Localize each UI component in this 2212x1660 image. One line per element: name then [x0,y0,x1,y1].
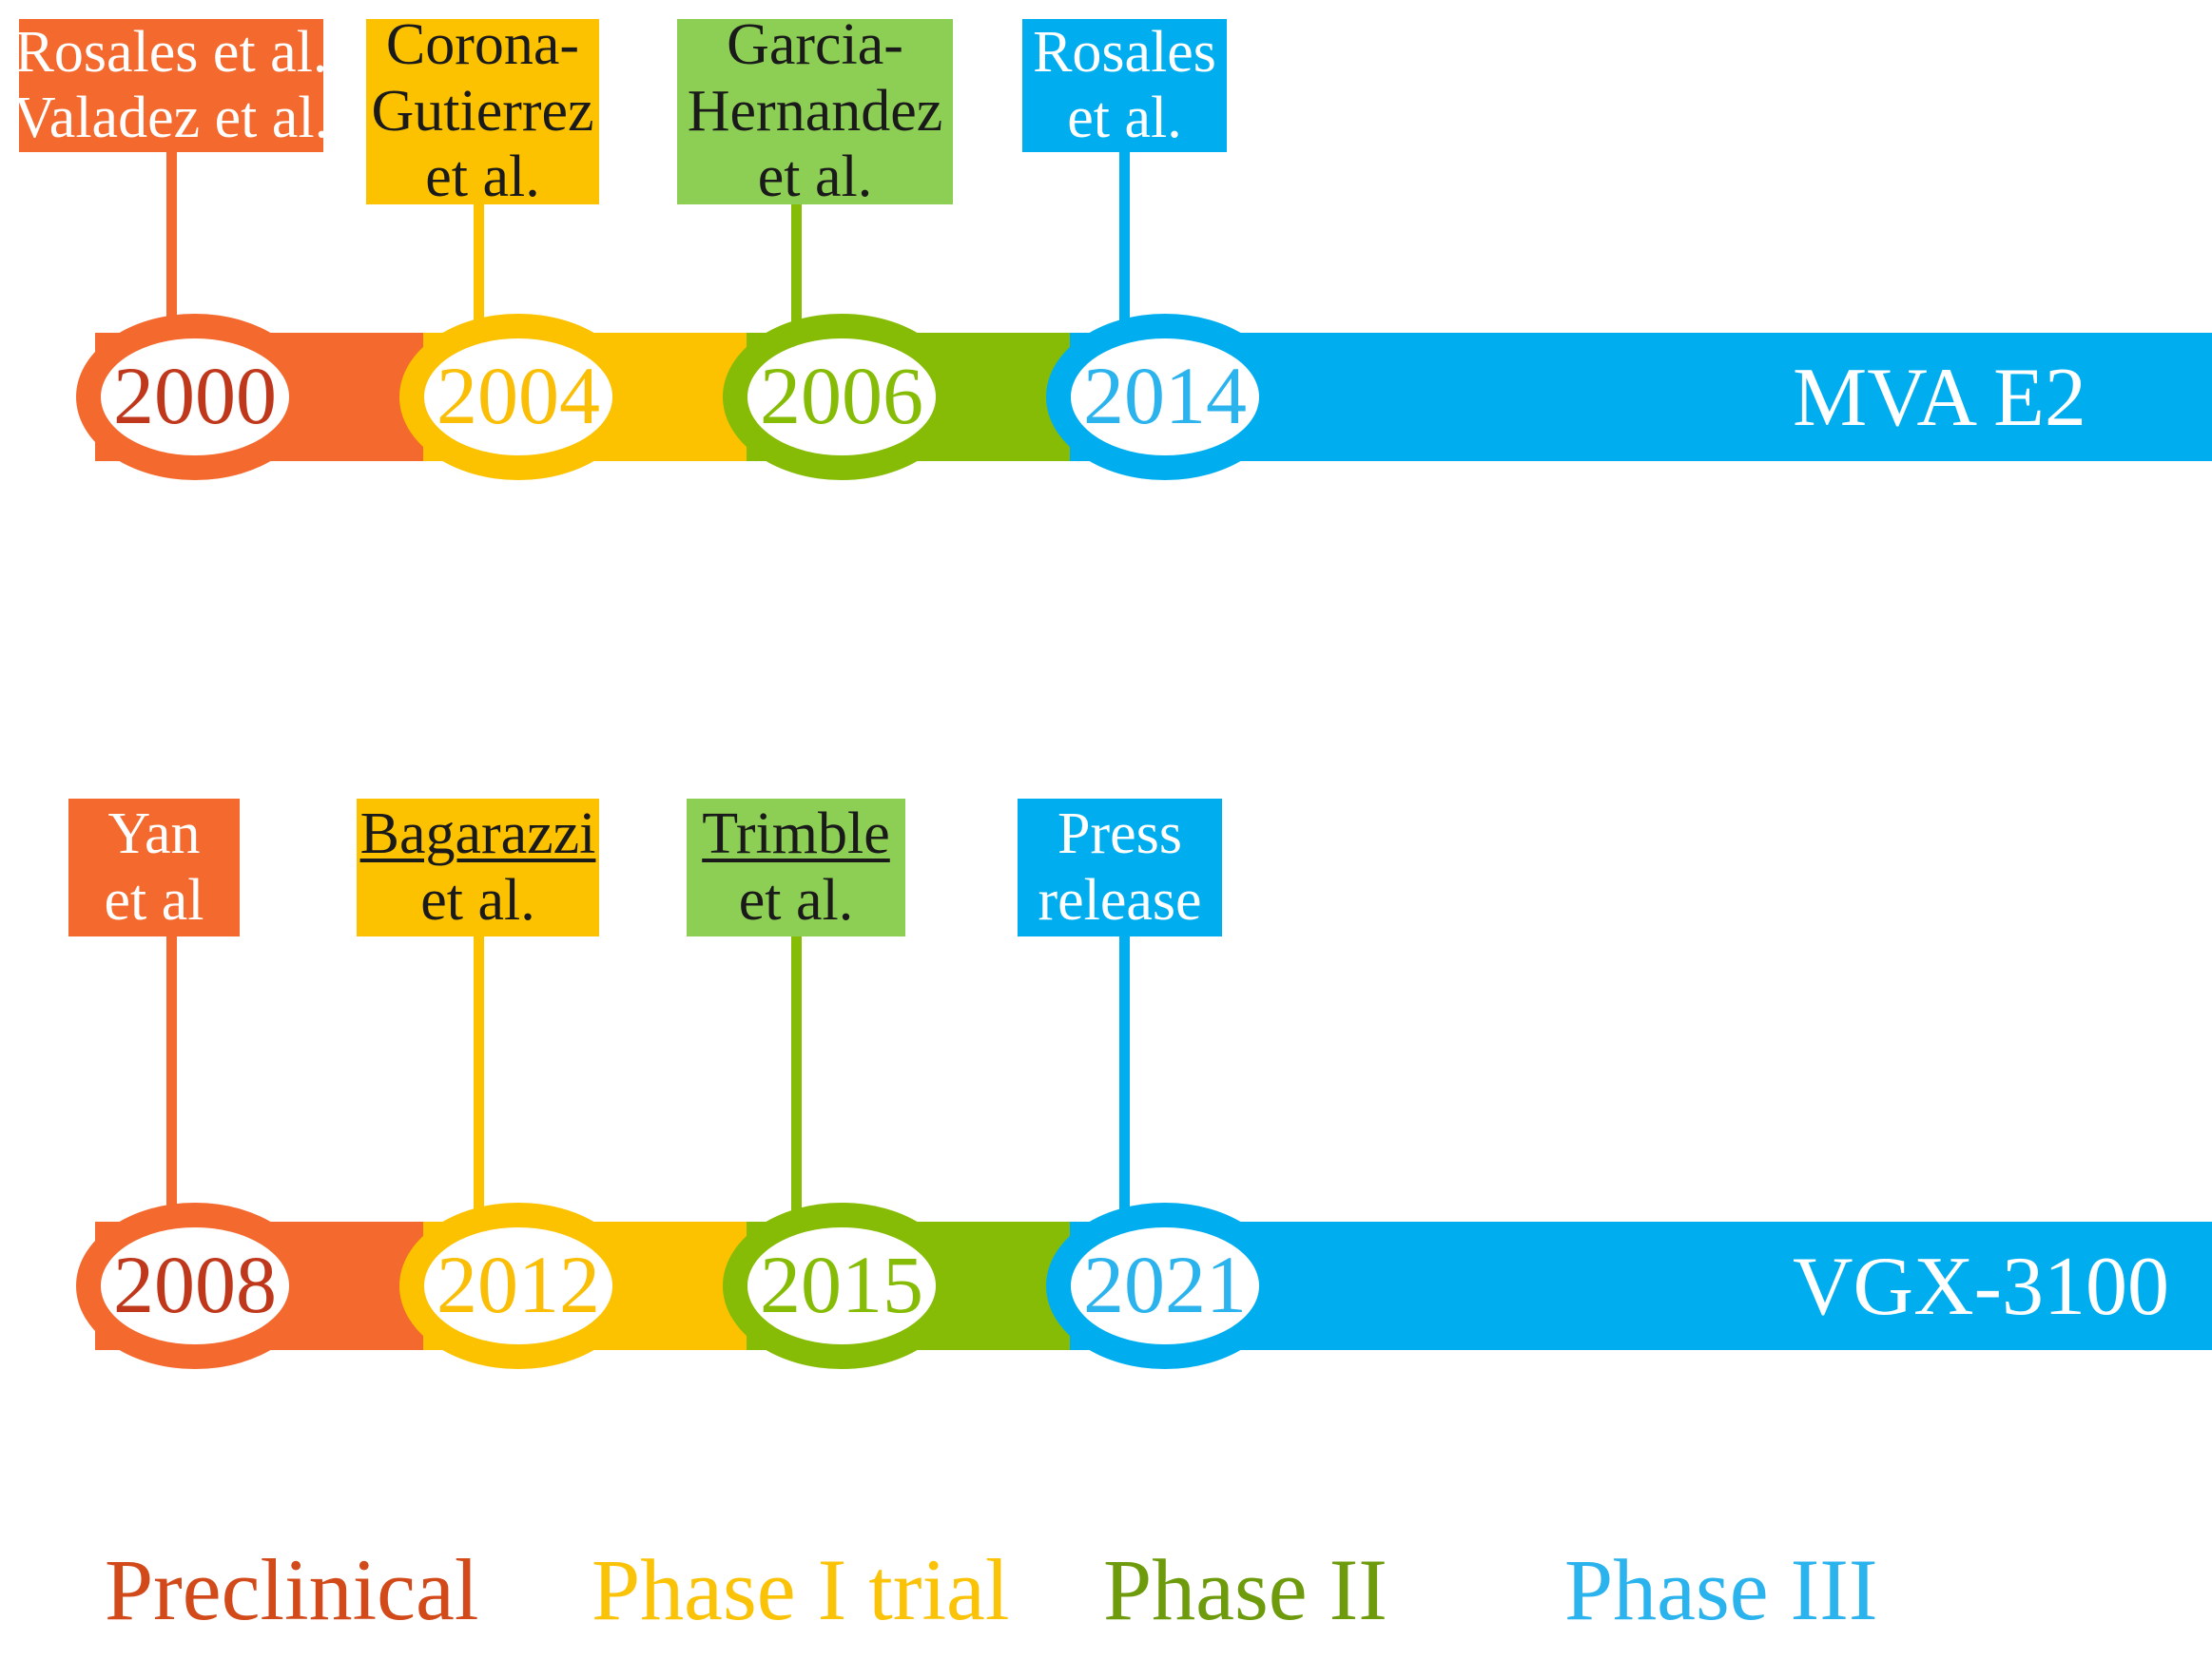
timeline-node-year: 2008 [113,1238,277,1330]
callout-line: Press [1057,801,1182,867]
callout-line: et al. [738,867,854,933]
callout-stem-2014 [1119,152,1130,466]
callout-box-2008: Yan et al [68,799,240,936]
callout-line: Rosales et al. [14,19,328,85]
timeline-node-year: 2012 [437,1238,600,1330]
timeline-end-label-mva-e2: MVA E2 [1793,351,2086,444]
callout-line: Valadez et al. [12,86,330,150]
timeline-node-2021[interactable]: 2021 [1046,1203,1284,1369]
callout-box-2014: Rosales et al. [1022,19,1227,152]
timeline-node-2000[interactable]: 2000 [76,314,314,480]
timeline-node-year: 2000 [113,349,277,441]
callout-line: Garcia- [727,12,903,78]
timeline-row-vgx-3100: VGX-3100 2008 2012 2015 2021 [0,1203,2212,1393]
timeline-node-year: 2021 [1083,1238,1247,1330]
callout-line: Trimble [702,801,890,867]
timeline-row-mva-e2: MVA E2 2000 2004 2006 2014 [0,314,2212,504]
legend-item-phase-1: Phase I trial [592,1541,1010,1638]
timeline-node-2015[interactable]: 2015 [723,1203,960,1369]
callout-line: et al. [425,145,540,210]
callout-box-2000: Rosales et al. Valadez et al. [13,19,329,152]
legend-item-preclinical: Preclinical [105,1541,479,1638]
callout-box-2015: Trimble et al. [687,799,905,936]
callout-line: et al. [757,145,873,210]
timeline-node-year: 2015 [760,1238,923,1330]
phase-legend: Preclinical Phase I trial Phase II Phase… [0,1521,2212,1660]
timeline-node-2008[interactable]: 2008 [76,1203,314,1369]
callout-line: et al. [1067,86,1182,150]
callout-stem-2015 [791,936,802,1212]
callout-box-2006: Garcia- Hernandez et al. [677,12,953,209]
callout-stem-2021 [1119,936,1130,1212]
callout-stem-2012 [474,936,484,1212]
callout-line: Rosales [1033,19,1216,85]
callout-stem-2008 [166,936,177,1212]
callout-line: Gutierrez [371,78,594,144]
callout-stem-2000 [166,152,177,466]
callout-line: Bagarazzi [359,801,596,867]
legend-item-phase-2: Phase II [1103,1541,1387,1638]
callout-box-2012: Bagarazzi et al. [357,799,599,936]
callout-line: Yan [107,801,201,867]
callout-box-2021: Press release [1018,799,1222,936]
timeline-node-2014[interactable]: 2014 [1046,314,1284,480]
timeline-node-year: 2006 [760,349,923,441]
legend-item-phase-3: Phase III [1564,1541,1878,1638]
callout-line: et al [104,867,204,933]
timeline-end-label-vgx-3100: VGX-3100 [1793,1240,2169,1333]
timeline-node-2004[interactable]: 2004 [399,314,637,480]
timeline-node-2006[interactable]: 2006 [723,314,960,480]
callout-line: Hernandez [687,78,943,144]
timeline-node-2012[interactable]: 2012 [399,1203,637,1369]
callout-line: Corona- [385,12,580,78]
timeline-node-year: 2004 [437,349,600,441]
callout-line: release [1038,867,1202,933]
callout-box-2004: Corona- Gutierrez et al. [366,12,599,209]
callout-line: et al. [420,867,535,933]
timeline-node-year: 2014 [1083,349,1247,441]
